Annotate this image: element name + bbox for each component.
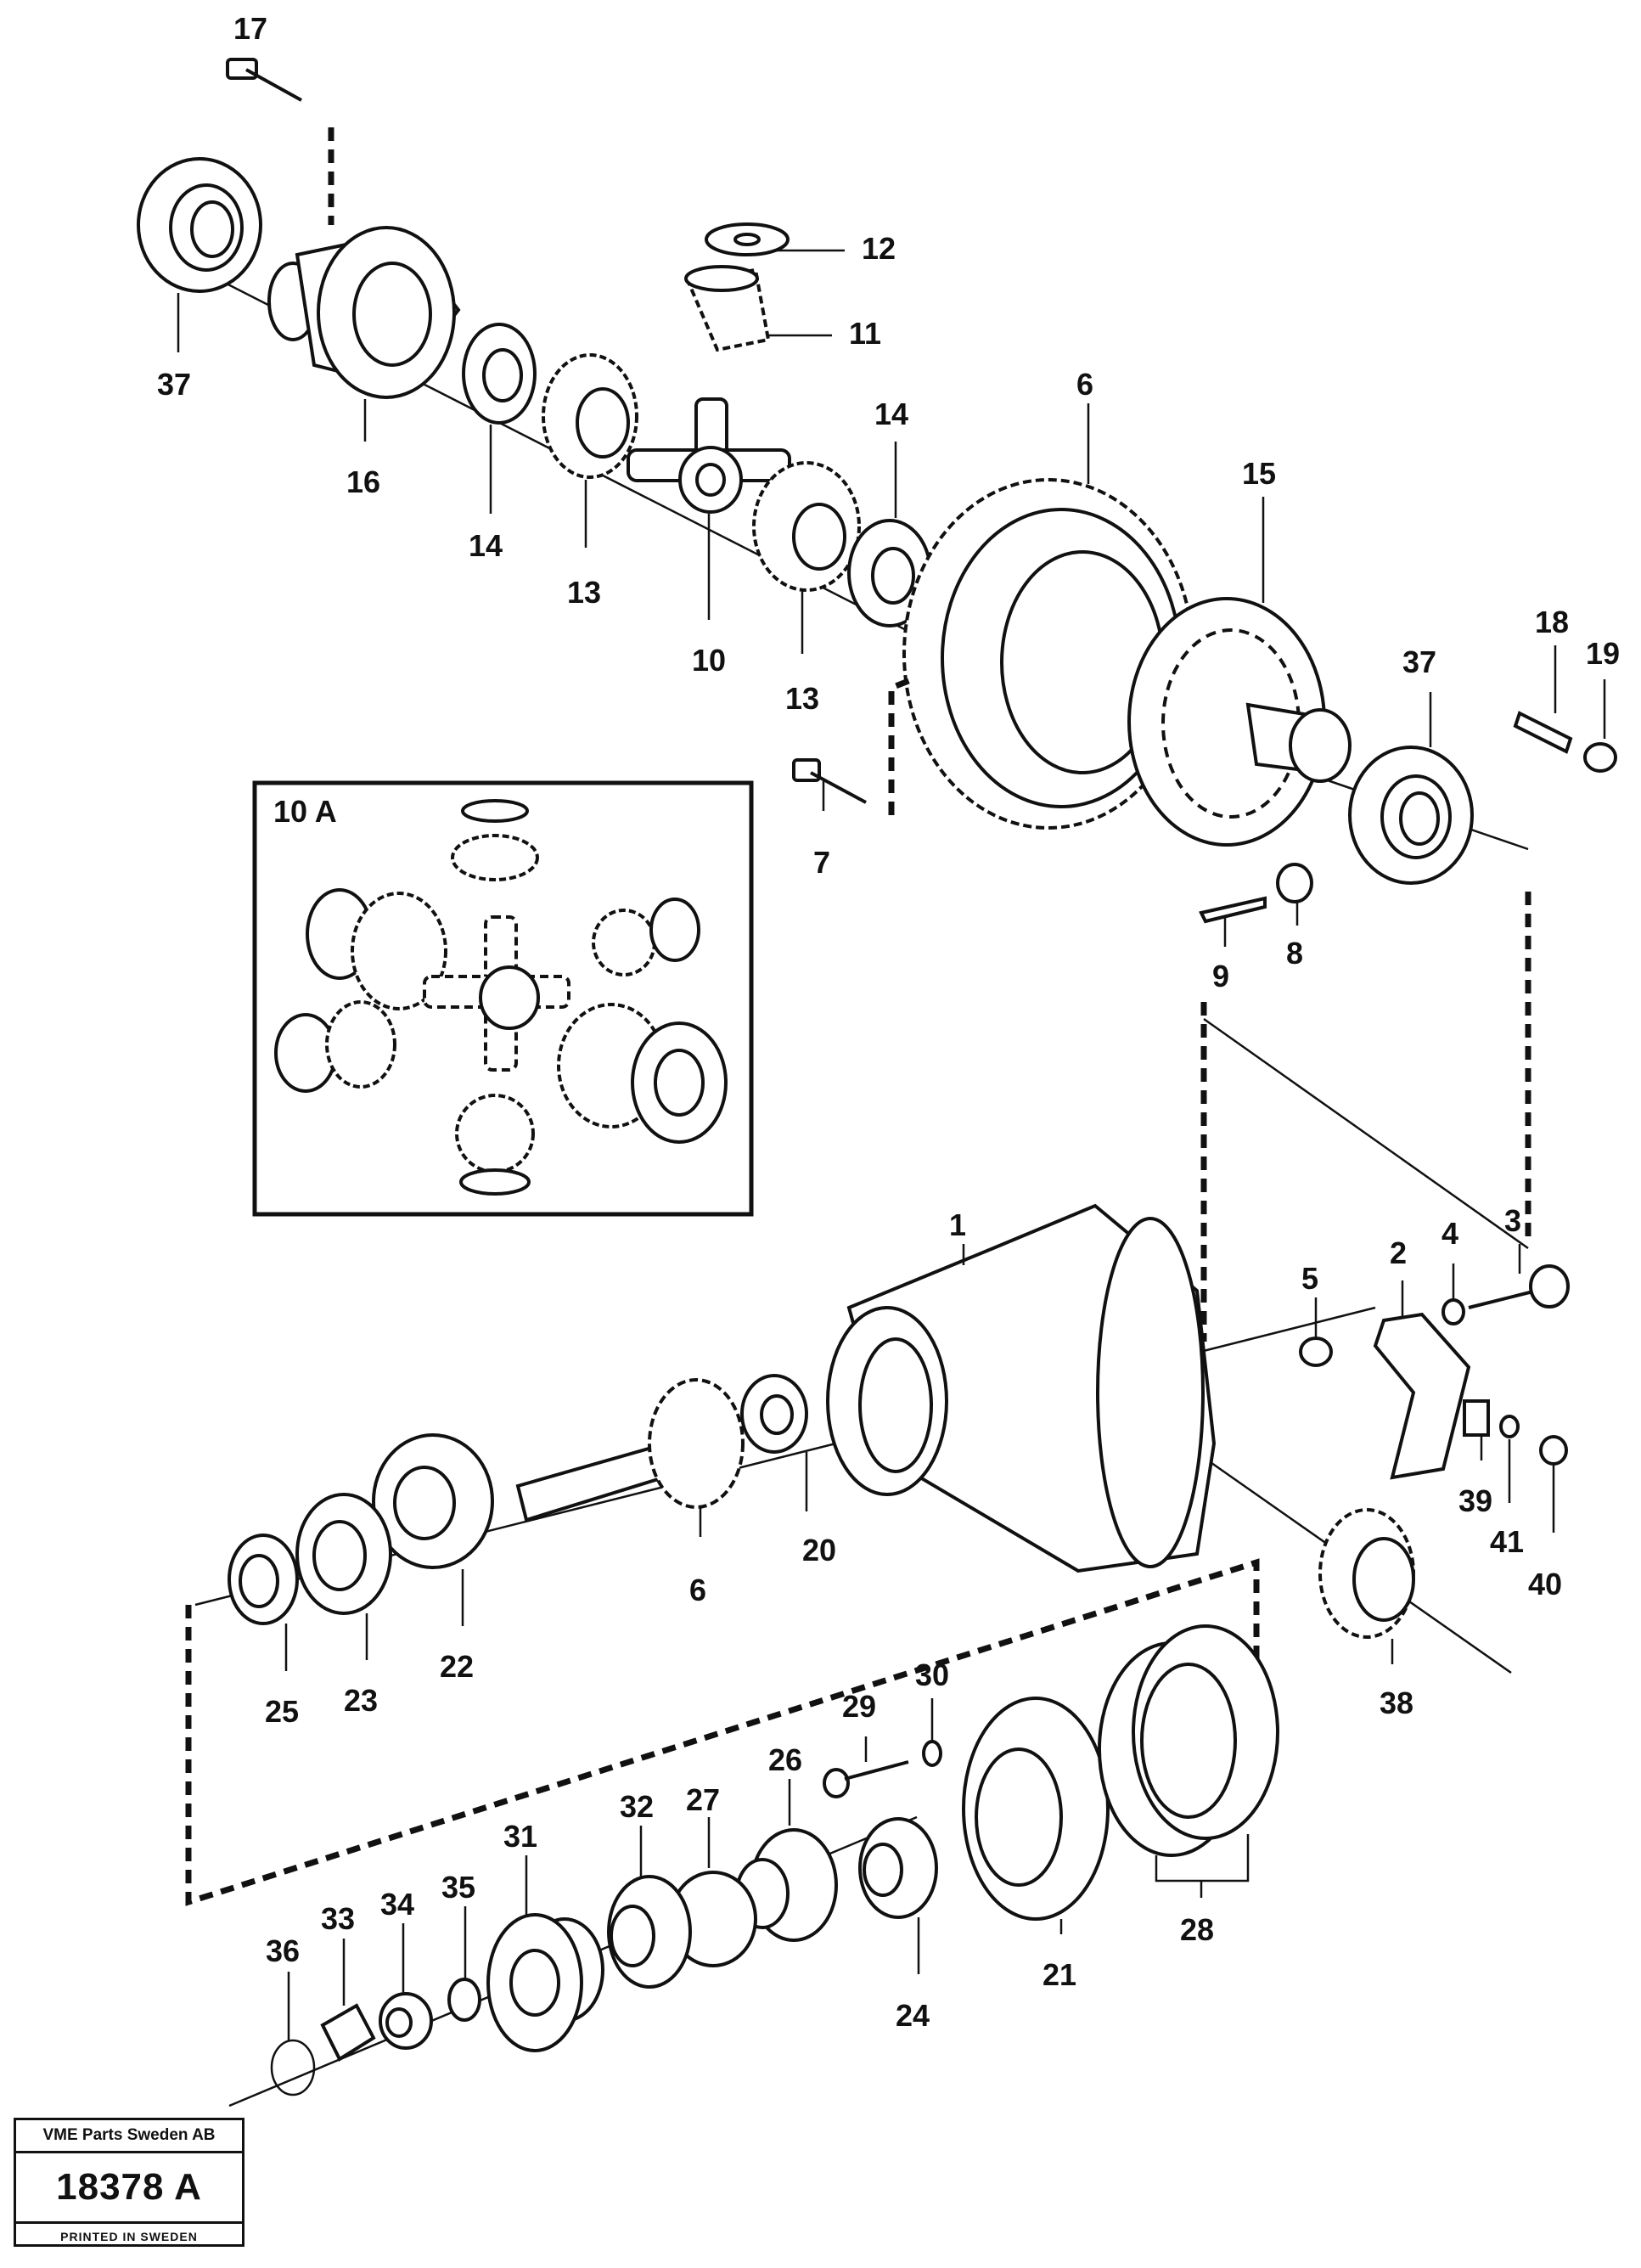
pinion-gear-11-icon xyxy=(684,265,771,352)
pinion-shaft-6-icon xyxy=(515,1378,745,1522)
label-31: 31 xyxy=(503,1819,537,1854)
label-22: 22 xyxy=(440,1649,474,1684)
label-19: 19 xyxy=(1586,636,1620,671)
bearing-24-icon xyxy=(858,1817,938,1919)
label-13-right: 13 xyxy=(785,681,819,716)
label-2: 2 xyxy=(1390,1235,1407,1270)
label-layer: 17 12 11 37 16 14 13 10 14 13 6 15 18 19… xyxy=(157,11,1620,2040)
label-14-right: 14 xyxy=(874,397,908,431)
label-35: 35 xyxy=(441,1870,475,1905)
label-27: 27 xyxy=(686,1782,720,1817)
printed-note: PRINTED IN SWEDEN xyxy=(16,2221,242,2249)
nut-19-icon xyxy=(1583,742,1617,773)
bush-5-icon xyxy=(1299,1337,1333,1367)
label-1: 1 xyxy=(949,1207,966,1242)
bearing-37-right-icon xyxy=(1348,746,1474,885)
differential-housing-16-icon xyxy=(267,226,461,399)
differential-case-15-icon xyxy=(1127,597,1352,847)
lock-plate-39-icon xyxy=(1463,1399,1490,1437)
circlip-36-icon xyxy=(270,2039,316,2096)
label-33: 33 xyxy=(321,1901,355,1936)
label-30: 30 xyxy=(915,1657,949,1692)
washer-14-left-icon xyxy=(462,323,537,425)
label-25: 25 xyxy=(265,1694,299,1729)
washer-4-icon xyxy=(1441,1298,1465,1325)
bolt-7-icon xyxy=(792,676,914,815)
flange-coupling-31-icon xyxy=(486,1913,604,2052)
label-37-top: 37 xyxy=(157,367,191,402)
label-14-left: 14 xyxy=(469,528,503,563)
bearing-37-top-icon xyxy=(137,157,262,293)
bolt-3-icon xyxy=(1468,1264,1570,1309)
label-26: 26 xyxy=(768,1742,802,1777)
label-4: 4 xyxy=(1441,1216,1458,1251)
label-38: 38 xyxy=(1380,1686,1413,1720)
washer-12-icon xyxy=(705,222,790,256)
label-20: 20 xyxy=(802,1533,836,1567)
label-28: 28 xyxy=(1180,1912,1214,1947)
label-17: 17 xyxy=(233,11,267,46)
title-block: VME Parts Sweden AB 18378 A PRINTED IN S… xyxy=(14,2118,244,2247)
drawing-number: 18378 A xyxy=(56,2166,202,2208)
washer-30-icon xyxy=(922,1740,942,1767)
label-23: 23 xyxy=(344,1683,378,1718)
label-7: 7 xyxy=(813,845,830,880)
label-16: 16 xyxy=(346,464,380,499)
part-32-icon xyxy=(607,1875,692,1989)
label-15: 15 xyxy=(1242,456,1276,491)
company-name: VME Parts Sweden AB xyxy=(16,2120,242,2153)
label-21: 21 xyxy=(1042,1957,1076,1992)
label-8: 8 xyxy=(1286,936,1303,971)
dash-connector-lower xyxy=(185,1558,1260,1906)
label-9: 9 xyxy=(1212,959,1229,993)
label-39: 39 xyxy=(1458,1483,1492,1518)
nut-34-icon xyxy=(379,1992,433,2050)
label-11: 11 xyxy=(849,316,881,351)
seal-26-icon xyxy=(735,1828,838,1942)
spider-cross-10-icon xyxy=(627,397,791,514)
spacer-25-icon xyxy=(228,1534,299,1625)
bearing-22-icon xyxy=(372,1433,494,1569)
inset-label-10a: 10 A xyxy=(273,794,337,829)
label-24: 24 xyxy=(896,1998,930,2033)
bolt-29-icon xyxy=(823,1760,909,1798)
label-6-upper: 6 xyxy=(1076,367,1093,402)
bolt-40-icon xyxy=(1539,1435,1568,1466)
label-32: 32 xyxy=(620,1789,654,1824)
label-12: 12 xyxy=(862,231,896,266)
castle-nut-8-icon xyxy=(1276,863,1313,903)
side-gear-13-left-icon xyxy=(542,353,638,479)
washer-41-icon xyxy=(1499,1415,1520,1438)
adjusting-ring-38-icon xyxy=(1318,1508,1415,1639)
shims-28-icon xyxy=(1098,1624,1279,1857)
label-37-right: 37 xyxy=(1402,644,1436,679)
label-29: 29 xyxy=(842,1689,876,1724)
housing-1-icon xyxy=(826,1203,1217,1573)
label-41: 41 xyxy=(1490,1524,1524,1559)
connector-line xyxy=(1203,1017,1529,1250)
label-36: 36 xyxy=(266,1933,300,1968)
stud-18-icon xyxy=(1513,711,1573,754)
bracket-2-icon xyxy=(1373,1312,1471,1480)
bolt-17-icon xyxy=(226,58,334,225)
label-5: 5 xyxy=(1301,1261,1318,1296)
washer-35-icon xyxy=(447,1978,481,2022)
label-6-lower: 6 xyxy=(689,1573,706,1607)
label-34: 34 xyxy=(380,1887,414,1922)
cotter-pin-9-icon xyxy=(1199,896,1267,924)
label-3: 3 xyxy=(1504,1203,1521,1238)
side-gear-13-right-icon xyxy=(752,461,861,592)
inset-10a-parts xyxy=(274,799,728,1196)
label-13-left: 13 xyxy=(567,575,601,610)
lock-washer-33-icon xyxy=(320,2003,376,2062)
label-40: 40 xyxy=(1528,1567,1562,1601)
crown-wheel-6-icon xyxy=(902,478,1194,830)
flange-21-icon xyxy=(962,1697,1110,1921)
bearing-20-icon xyxy=(740,1374,808,1454)
label-18: 18 xyxy=(1535,605,1569,639)
ring-23-icon xyxy=(295,1493,392,1615)
label-10: 10 xyxy=(692,643,726,678)
